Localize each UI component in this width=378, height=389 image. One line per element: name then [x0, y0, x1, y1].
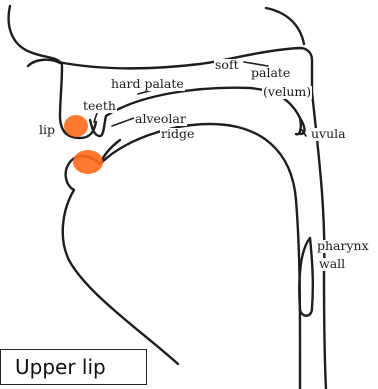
label-soft: soft	[214, 59, 240, 72]
head-top-outline	[266, 8, 304, 44]
upper-lip-highlight	[64, 115, 88, 137]
caption-box: Upper lip	[0, 349, 147, 385]
leader-alveolar	[112, 118, 134, 126]
label-palate: palate	[250, 67, 291, 80]
label-teeth: teeth	[82, 100, 117, 113]
lower-lip-highlight	[73, 150, 103, 174]
uvula-outline	[296, 118, 301, 134]
label-lip: lip	[38, 124, 56, 137]
label-ridge: ridge	[160, 128, 195, 141]
lower-teeth-outline	[100, 140, 120, 164]
label-velum: (velum)	[262, 86, 312, 99]
lower-lip-outline	[63, 156, 178, 364]
nasal-cavity-outline	[9, 6, 62, 66]
label-pharynx: pharynx	[316, 240, 370, 253]
label-wall: wall	[318, 258, 346, 271]
caption-text: Upper lip	[15, 355, 106, 379]
pharynx-front-loop	[299, 238, 313, 316]
label-hard-palate: hard palate	[110, 78, 185, 91]
label-uvula: uvula	[310, 128, 347, 141]
label-alveolar: alveolar	[134, 113, 187, 126]
